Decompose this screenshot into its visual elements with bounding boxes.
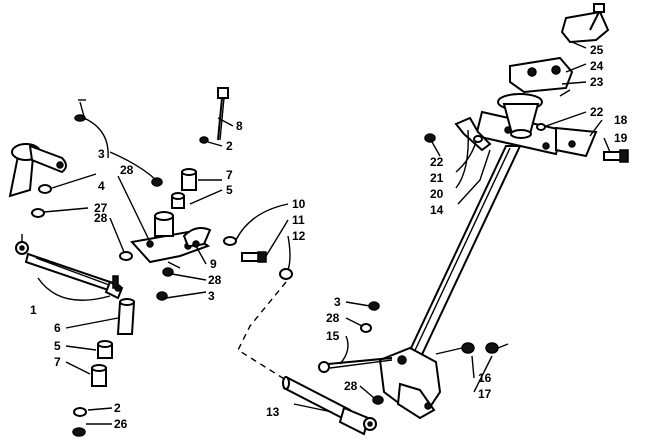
- upper-bushing: [497, 93, 543, 139]
- washer-28-right: [360, 323, 372, 333]
- label-28-e: 28: [344, 379, 358, 393]
- label-5-bottom: 5: [54, 339, 61, 353]
- label-8: 8: [236, 119, 243, 133]
- cap-screw-25: [589, 3, 605, 31]
- washer-10: [223, 236, 237, 246]
- label-22-right: 22: [590, 105, 604, 119]
- label-26: 26: [114, 417, 128, 431]
- top-nut: [74, 114, 86, 122]
- label-7-bottom: 7: [54, 355, 61, 369]
- spacer-tube: [116, 298, 136, 335]
- bolt-8-nut: [199, 136, 209, 144]
- label-21: 21: [430, 171, 444, 185]
- part-labels: 1 2 2 3 3 3 4 5 5 6 7 7 8 9 10 11 12 13 …: [30, 43, 628, 431]
- label-27: 27: [94, 201, 108, 215]
- bolt-15: [318, 357, 393, 373]
- bracket-18: [555, 126, 598, 158]
- washer-27: [31, 208, 45, 218]
- label-9: 9: [210, 257, 217, 271]
- drag-link: [282, 376, 377, 436]
- steering-post: [394, 145, 522, 381]
- washer-22-left: [424, 133, 436, 143]
- handlebar-block-lower: [509, 56, 574, 94]
- label-28-c: 28: [208, 273, 222, 287]
- label-19: 19: [614, 131, 628, 145]
- tie-rod: [15, 241, 124, 300]
- clip-bracket: [454, 116, 492, 152]
- label-3-mid: 3: [208, 289, 215, 303]
- label-5-top: 5: [226, 183, 233, 197]
- label-23: 23: [590, 75, 604, 89]
- label-28-b: 28: [94, 211, 108, 225]
- label-10: 10: [292, 197, 306, 211]
- label-1: 1: [30, 303, 37, 317]
- nut-17: [485, 342, 499, 354]
- washer-12: [279, 268, 293, 280]
- idler-collar: [181, 168, 197, 191]
- label-2-bottom: 2: [114, 401, 121, 415]
- tie-rod-bolt: [112, 275, 119, 289]
- label-14: 14: [430, 203, 444, 217]
- label-6: 6: [54, 321, 61, 335]
- label-16: 16: [478, 371, 492, 385]
- label-28-a: 28: [120, 163, 134, 177]
- label-3-top: 3: [98, 147, 105, 161]
- idler-spacer: [171, 192, 185, 209]
- collar-lower: [91, 364, 107, 387]
- label-25: 25: [590, 43, 604, 57]
- label-11: 11: [292, 213, 305, 227]
- label-17: 17: [478, 387, 492, 401]
- steering-arm: [8, 143, 67, 198]
- bolt-11: [241, 251, 267, 263]
- label-20: 20: [430, 187, 444, 201]
- label-24: 24: [590, 59, 604, 73]
- label-3-right: 3: [334, 295, 341, 309]
- lower-nut: [72, 427, 86, 437]
- nut-under-plate-1: [162, 267, 174, 277]
- nut-3-right: [368, 301, 380, 311]
- label-28-d: 28: [326, 311, 340, 325]
- label-13: 13: [266, 405, 280, 419]
- bushing-lower: [97, 340, 113, 359]
- idler-bushing: [154, 211, 174, 237]
- washer-28-left: [38, 184, 52, 194]
- drag-link-nut: [372, 395, 384, 405]
- assembly-path: [237, 281, 287, 381]
- leader-lines: [37, 41, 611, 425]
- bolt-19: [603, 149, 629, 163]
- nut-3-left: [151, 177, 163, 187]
- label-22-left: 22: [430, 155, 444, 169]
- washer-16: [461, 342, 475, 354]
- washer-21: [473, 135, 483, 143]
- ball-joint: [182, 227, 212, 248]
- lower-steering-bracket: [378, 346, 442, 420]
- label-7-top: 7: [226, 168, 233, 182]
- label-12: 12: [292, 229, 306, 243]
- label-2-top: 2: [226, 139, 233, 153]
- handlebar-block-upper: [560, 10, 610, 44]
- lower-washer: [73, 407, 87, 417]
- label-18: 18: [614, 113, 628, 127]
- washer-28-mid: [119, 251, 133, 261]
- nut-under-plate-2: [156, 291, 168, 301]
- bolt-8: [217, 87, 229, 141]
- label-15: 15: [326, 329, 340, 343]
- label-4: 4: [98, 179, 105, 193]
- washer-22-right: [536, 123, 546, 131]
